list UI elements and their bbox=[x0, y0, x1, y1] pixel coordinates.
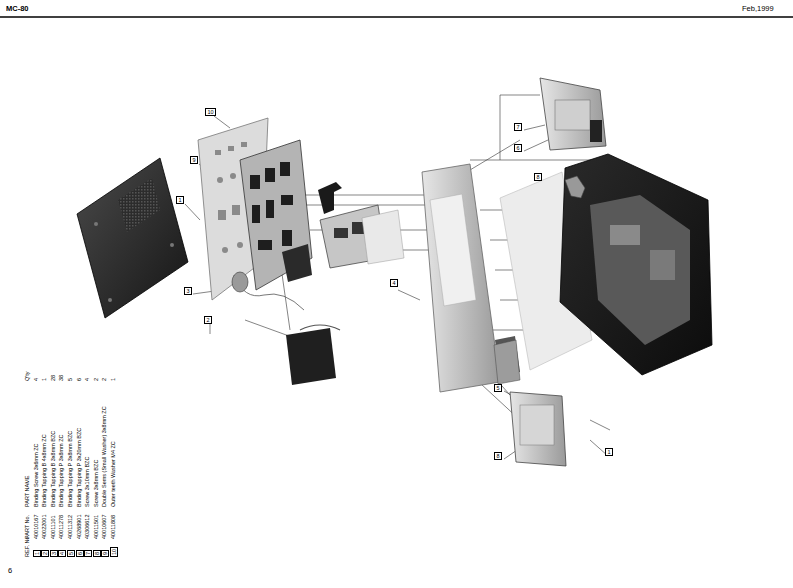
table-cell: 40010607 bbox=[101, 515, 107, 539]
table-cell: 40011312 bbox=[67, 515, 73, 539]
vent-grid bbox=[118, 178, 160, 232]
table-cell: 4 bbox=[58, 550, 66, 557]
callout-number: 4 bbox=[393, 280, 396, 286]
callout-number: 9 bbox=[193, 157, 196, 163]
table-cell: 2 bbox=[93, 378, 99, 381]
table-cell: 40011278 bbox=[58, 515, 64, 539]
disk-drive bbox=[540, 78, 606, 150]
table-header: PART No. bbox=[24, 515, 30, 539]
callout-number: 7 bbox=[517, 124, 520, 130]
table-cell: Screw 3x10mm BZC bbox=[84, 457, 90, 507]
header-rule bbox=[0, 16, 793, 18]
callout-number: 2 bbox=[207, 317, 210, 323]
callout-box: 1 bbox=[176, 196, 184, 204]
drive-unit bbox=[510, 392, 566, 466]
table-cell: 40011808 bbox=[110, 515, 116, 539]
table-cell: 5 bbox=[67, 550, 75, 557]
table-cell: 40011501 bbox=[93, 515, 99, 539]
main-board bbox=[240, 140, 312, 290]
callout-box: 6 bbox=[514, 144, 522, 152]
parts-table: REF. No.PART No.PART NAMEQ'ty140010167Bi… bbox=[20, 367, 114, 557]
board-parts bbox=[250, 162, 293, 250]
callout-number: 5 bbox=[497, 385, 500, 391]
table-cell: 1 bbox=[33, 550, 41, 557]
callout-number: 3 bbox=[187, 288, 190, 294]
table-cell: Binding Tapping B 4x8mm ZC bbox=[41, 434, 47, 507]
table-cell: 9 bbox=[101, 550, 109, 557]
table-cell: 8 bbox=[93, 550, 101, 557]
callout-box: 2 bbox=[204, 316, 212, 324]
table-cell: 28 bbox=[50, 375, 56, 381]
table-cell: Binding Tapping B 3x8mm BZC bbox=[50, 431, 56, 507]
callout-box: 4 bbox=[390, 279, 398, 287]
table-cell: 40306612 bbox=[84, 515, 90, 539]
insulation-sheet bbox=[362, 210, 404, 264]
table-cell: 5 bbox=[67, 378, 73, 381]
header-text: Feb,1999 bbox=[742, 4, 774, 13]
table-cell: 40022001 bbox=[41, 515, 47, 539]
case-interior bbox=[590, 195, 690, 345]
callout-box: 1 bbox=[605, 448, 613, 456]
table-cell: 6 bbox=[76, 550, 84, 557]
table-cell: 40010167 bbox=[33, 515, 39, 539]
table-cell: 38 bbox=[58, 375, 64, 381]
table-cell: 2 bbox=[41, 550, 49, 557]
callout-box: 5 bbox=[494, 384, 502, 392]
callout-number: 8 bbox=[537, 174, 540, 180]
bracket bbox=[318, 182, 342, 214]
table-cell: 6 bbox=[76, 378, 82, 381]
damper bbox=[282, 244, 312, 282]
bottom-cover bbox=[77, 158, 188, 318]
chassis bbox=[422, 164, 500, 392]
speaker bbox=[286, 328, 336, 385]
callout-box: 3 bbox=[184, 287, 192, 295]
callout-box: 8 bbox=[494, 452, 502, 460]
table-header: Q'ty bbox=[24, 371, 30, 381]
table-cell: 4 bbox=[33, 378, 39, 381]
table-cell: 40011101 bbox=[50, 515, 56, 539]
callout-box: 8 bbox=[534, 173, 542, 181]
table-cell: 2 bbox=[101, 378, 107, 381]
table-cell: 40268901 bbox=[76, 515, 82, 539]
callout-box: 10 bbox=[205, 108, 216, 116]
table-cell: Outer teeth Washer M4 ZC bbox=[110, 441, 116, 507]
table-cell: 10 bbox=[110, 547, 118, 557]
table-header: PART NAME bbox=[24, 476, 30, 507]
page-number: 6 bbox=[8, 566, 12, 575]
callout-box: 7 bbox=[514, 123, 522, 131]
table-cell: Binding Tapping P 3x8mm BZC bbox=[67, 431, 73, 507]
callout-number: 8 bbox=[497, 453, 500, 459]
table-cell: Binding Screw 3x6mm ZC bbox=[33, 443, 39, 507]
callout-number: 1 bbox=[179, 197, 182, 203]
table-cell: 3 bbox=[50, 550, 58, 557]
table-cell: 1 bbox=[110, 378, 116, 381]
top-case bbox=[560, 154, 712, 375]
table-cell: Screw 3x8mm BZC bbox=[93, 460, 99, 507]
table-cell: 7 bbox=[84, 550, 92, 557]
callout-box: 9 bbox=[190, 156, 198, 164]
table-cell: Double Sems (Small Washer) 3x8mm ZC bbox=[101, 406, 107, 507]
callout-number: 6 bbox=[517, 145, 520, 151]
table-cell: Binding Tapping P 3x20mm BZC bbox=[76, 428, 82, 507]
table-cell: 1 bbox=[41, 378, 47, 381]
callout-number: 1 bbox=[608, 449, 611, 455]
table-cell: Binding Tapping P 3x8mm ZC bbox=[58, 434, 64, 507]
callout-number: 10 bbox=[208, 109, 214, 115]
flat-cable bbox=[494, 340, 520, 384]
header-text: MC-80 bbox=[6, 4, 29, 13]
table-cell: 4 bbox=[84, 378, 90, 381]
